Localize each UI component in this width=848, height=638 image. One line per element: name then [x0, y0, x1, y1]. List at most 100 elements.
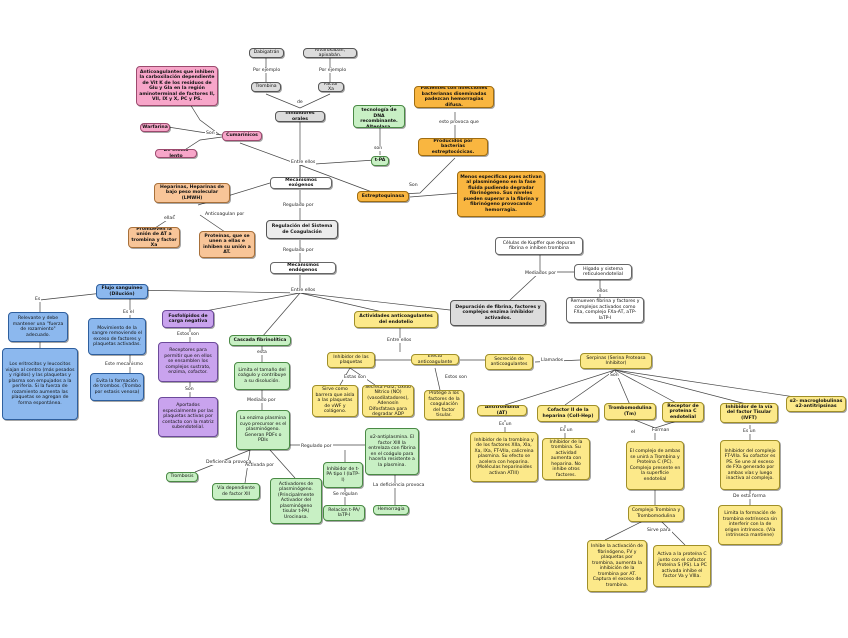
- efecto-lento-node: De efecto lento: [155, 149, 197, 158]
- cascada-node: Cascada fibrinolítica: [229, 335, 291, 346]
- efecto-anticoag-node: Efecto anticoagulante: [411, 354, 459, 365]
- estreptoquinasa-node: Estreptoquinasa: [357, 191, 409, 202]
- complejo-tm-node: Complejo Trombina y Trombomodulina: [628, 505, 684, 522]
- sirve-node: Sirve como barrera que aísla a las plaqu…: [312, 385, 358, 417]
- label-regulado-3: Regulado por: [300, 444, 333, 449]
- label-por-ejemplo-2: Por ejemplo: [318, 68, 348, 73]
- label-deficiencia-2: La deficiencia provoca: [372, 483, 426, 488]
- label-esta: esta: [256, 350, 268, 355]
- label-entre-ellos-1: Entre ellos: [290, 160, 317, 165]
- label-se-regulan: Se regulan: [332, 492, 359, 497]
- connector: [199, 292, 301, 313]
- tpa-desc-node: Producidos por tecnología de DNA recombi…: [353, 105, 405, 128]
- label-son-2: Son: [408, 183, 419, 188]
- cumarinicos-node: Cumarínicos: [222, 131, 262, 141]
- proteinas-union-node: Proteínas, que se unen a ellas e inhiben…: [199, 231, 255, 258]
- connector: [265, 93, 331, 109]
- label-regulado-2: Regulado por: [282, 248, 315, 253]
- infecciones-node: Pacientes con infecciones bacterianas di…: [414, 86, 494, 108]
- connector: [299, 164, 381, 196]
- serpinas-node: Serpinas (Serina Proteasa Inhibitor): [580, 353, 652, 369]
- label-son-1: Son: [205, 131, 216, 136]
- label-son-3: son: [373, 146, 384, 151]
- label-ellos: ellos: [596, 289, 609, 294]
- label-mediado-por: Mediado por: [246, 398, 277, 403]
- def-xii-node: Vía dependiente de factor XII: [212, 483, 260, 500]
- eritrocitos-node: Los eritrocitos y leucocitos viajan al c…: [2, 348, 78, 420]
- flujo-desc-node: Relevante y debe mantener una "fuerza de…: [8, 312, 68, 342]
- inhibidor-tpa-node: Inhibidor de t-PA tipo I (IaTP-I): [323, 462, 363, 488]
- label-anticoagulan: Anticoagulan por: [204, 212, 246, 217]
- label-entre-ellos-3: Entre ellos: [386, 338, 413, 343]
- mecanismos-exogenos-node: Mecanismos exógenos: [270, 177, 332, 189]
- estrepto-desc-node: Menos específicas pues activan al plasmi…: [457, 171, 545, 217]
- cofactor-desc-node: Inhibidor de la trombina. Su actividad a…: [542, 438, 590, 480]
- connector: [409, 192, 461, 198]
- label-de-esta-forma: De esta forma: [732, 494, 767, 499]
- activa-pc-node: Activa a la proteína C junto con el cofa…: [653, 545, 711, 587]
- label-el: el: [630, 430, 637, 435]
- receptores-node: Receptores para permitir que en ellos se…: [158, 342, 218, 382]
- label-este-mecanismo: Este mecanismo: [104, 362, 144, 367]
- inhibidores-orales-node: Inhibidores orales: [275, 111, 325, 122]
- secreta-node: Secreta PGI2, Óxido Nítrico (NO) (vasodi…: [362, 385, 414, 417]
- inhibe-fibrinogeno-node: Inhibe la activación de fibrinógeno, FV …: [587, 540, 647, 592]
- regulacion-node: Regulación del Sistema de Coagulación: [266, 220, 338, 239]
- tfpi-limita-node: Limita la formación de trombina extrínse…: [718, 505, 782, 545]
- trombomodulina-node: Trombomodulina (Tm): [604, 403, 656, 420]
- label-llamados: Llamados: [540, 358, 565, 363]
- hemorragia-node: Hemorragia: [373, 505, 409, 515]
- connector: [614, 369, 681, 406]
- connector: [299, 292, 451, 311]
- trombosis-node: Trombosis: [166, 472, 198, 482]
- aportados-node: Aportados especialmente por las plaqueta…: [158, 397, 218, 437]
- alfa2-macro-node: α2- macroglobulinas α2-antitripsinas: [786, 396, 846, 412]
- antitrombina-node: Antitrombina (AT): [477, 405, 527, 416]
- activadores-node: Activadores de plasminógeno. (Principalm…: [270, 478, 322, 524]
- label-por-ejemplo-1: Por ejemplo: [252, 68, 282, 73]
- label-ellas: ellas: [163, 216, 176, 221]
- mecanismos-endogenos-node: Mecanismos endógenos: [270, 262, 336, 274]
- connector: [381, 157, 456, 196]
- fosfolipidos-node: Fosfolípidos de carga negativa: [162, 310, 214, 328]
- label-mediados: Mediados por: [524, 271, 557, 276]
- label-de: de: [296, 100, 304, 105]
- cumarinicos-desc-node: Anticoagulantes que inhiben la carboxila…: [136, 66, 218, 106]
- secrecion-node: Secreción de anticoagulantes: [485, 354, 533, 370]
- label-es-un-3: Es un: [742, 429, 757, 434]
- trombina-node: Trombina: [251, 82, 281, 92]
- connector: [614, 369, 751, 406]
- connector: [434, 367, 441, 391]
- label-estas-son: Estas son: [343, 375, 367, 380]
- depuracion-node: Depuración de fibrina, factores y comple…: [450, 300, 546, 326]
- label-entre-ellos-2: Entre ellos: [290, 288, 317, 293]
- bacterias-node: Producidos por bacterias estreptocócicas…: [418, 138, 488, 156]
- connector: [509, 271, 541, 301]
- remueven-node: Remueven fibrina y factores y complejos …: [566, 297, 644, 323]
- heparinas-node: Heparinas, Heparinas de bajo peso molecu…: [154, 183, 230, 203]
- actividades-node: Actividades anticoagulantes del endoteli…: [354, 311, 438, 328]
- label-activada-por: Activada por: [244, 463, 276, 468]
- label-es-un-2: Es un: [559, 428, 574, 433]
- label-es-el: Es el: [122, 310, 135, 315]
- label-esto-provoca: esto provoca que: [438, 120, 480, 125]
- connector: [614, 369, 816, 401]
- cofactor-node: Cofactor II de la heparina (CoII-Hep): [537, 405, 599, 422]
- connector: [179, 136, 223, 154]
- label-regulado-1: Regulado por: [282, 203, 315, 208]
- label-es-un-1: Es un: [498, 422, 513, 427]
- higado-node: Hígado y sistema reticuloendotelial: [574, 264, 632, 280]
- label-estos-son-1: Estos son: [176, 332, 200, 337]
- dabigatran-node: Dabigatrán: [249, 48, 284, 58]
- heparinas-union-node: Promueven la unión de AT a trombina y fa…: [128, 227, 180, 248]
- enzima-node: La enzima plasmina cuyo precursor es el …: [236, 410, 290, 450]
- label-forman: Forman: [651, 428, 671, 433]
- warfarina-node: Warfarina: [140, 123, 170, 132]
- connector: [269, 449, 296, 479]
- at-desc-node: Inhibidor de la trombina y de los factor…: [470, 432, 538, 482]
- protege-node: Protege a los factores de la coagulación…: [424, 390, 464, 420]
- connector: [199, 214, 226, 233]
- label-es-1: Es: [34, 297, 42, 302]
- alfa2-node: α2-antiplasmina. El factor XIII la entre…: [365, 428, 419, 475]
- relacion-node: Relacion t-PA/ IaTP-I: [323, 505, 365, 521]
